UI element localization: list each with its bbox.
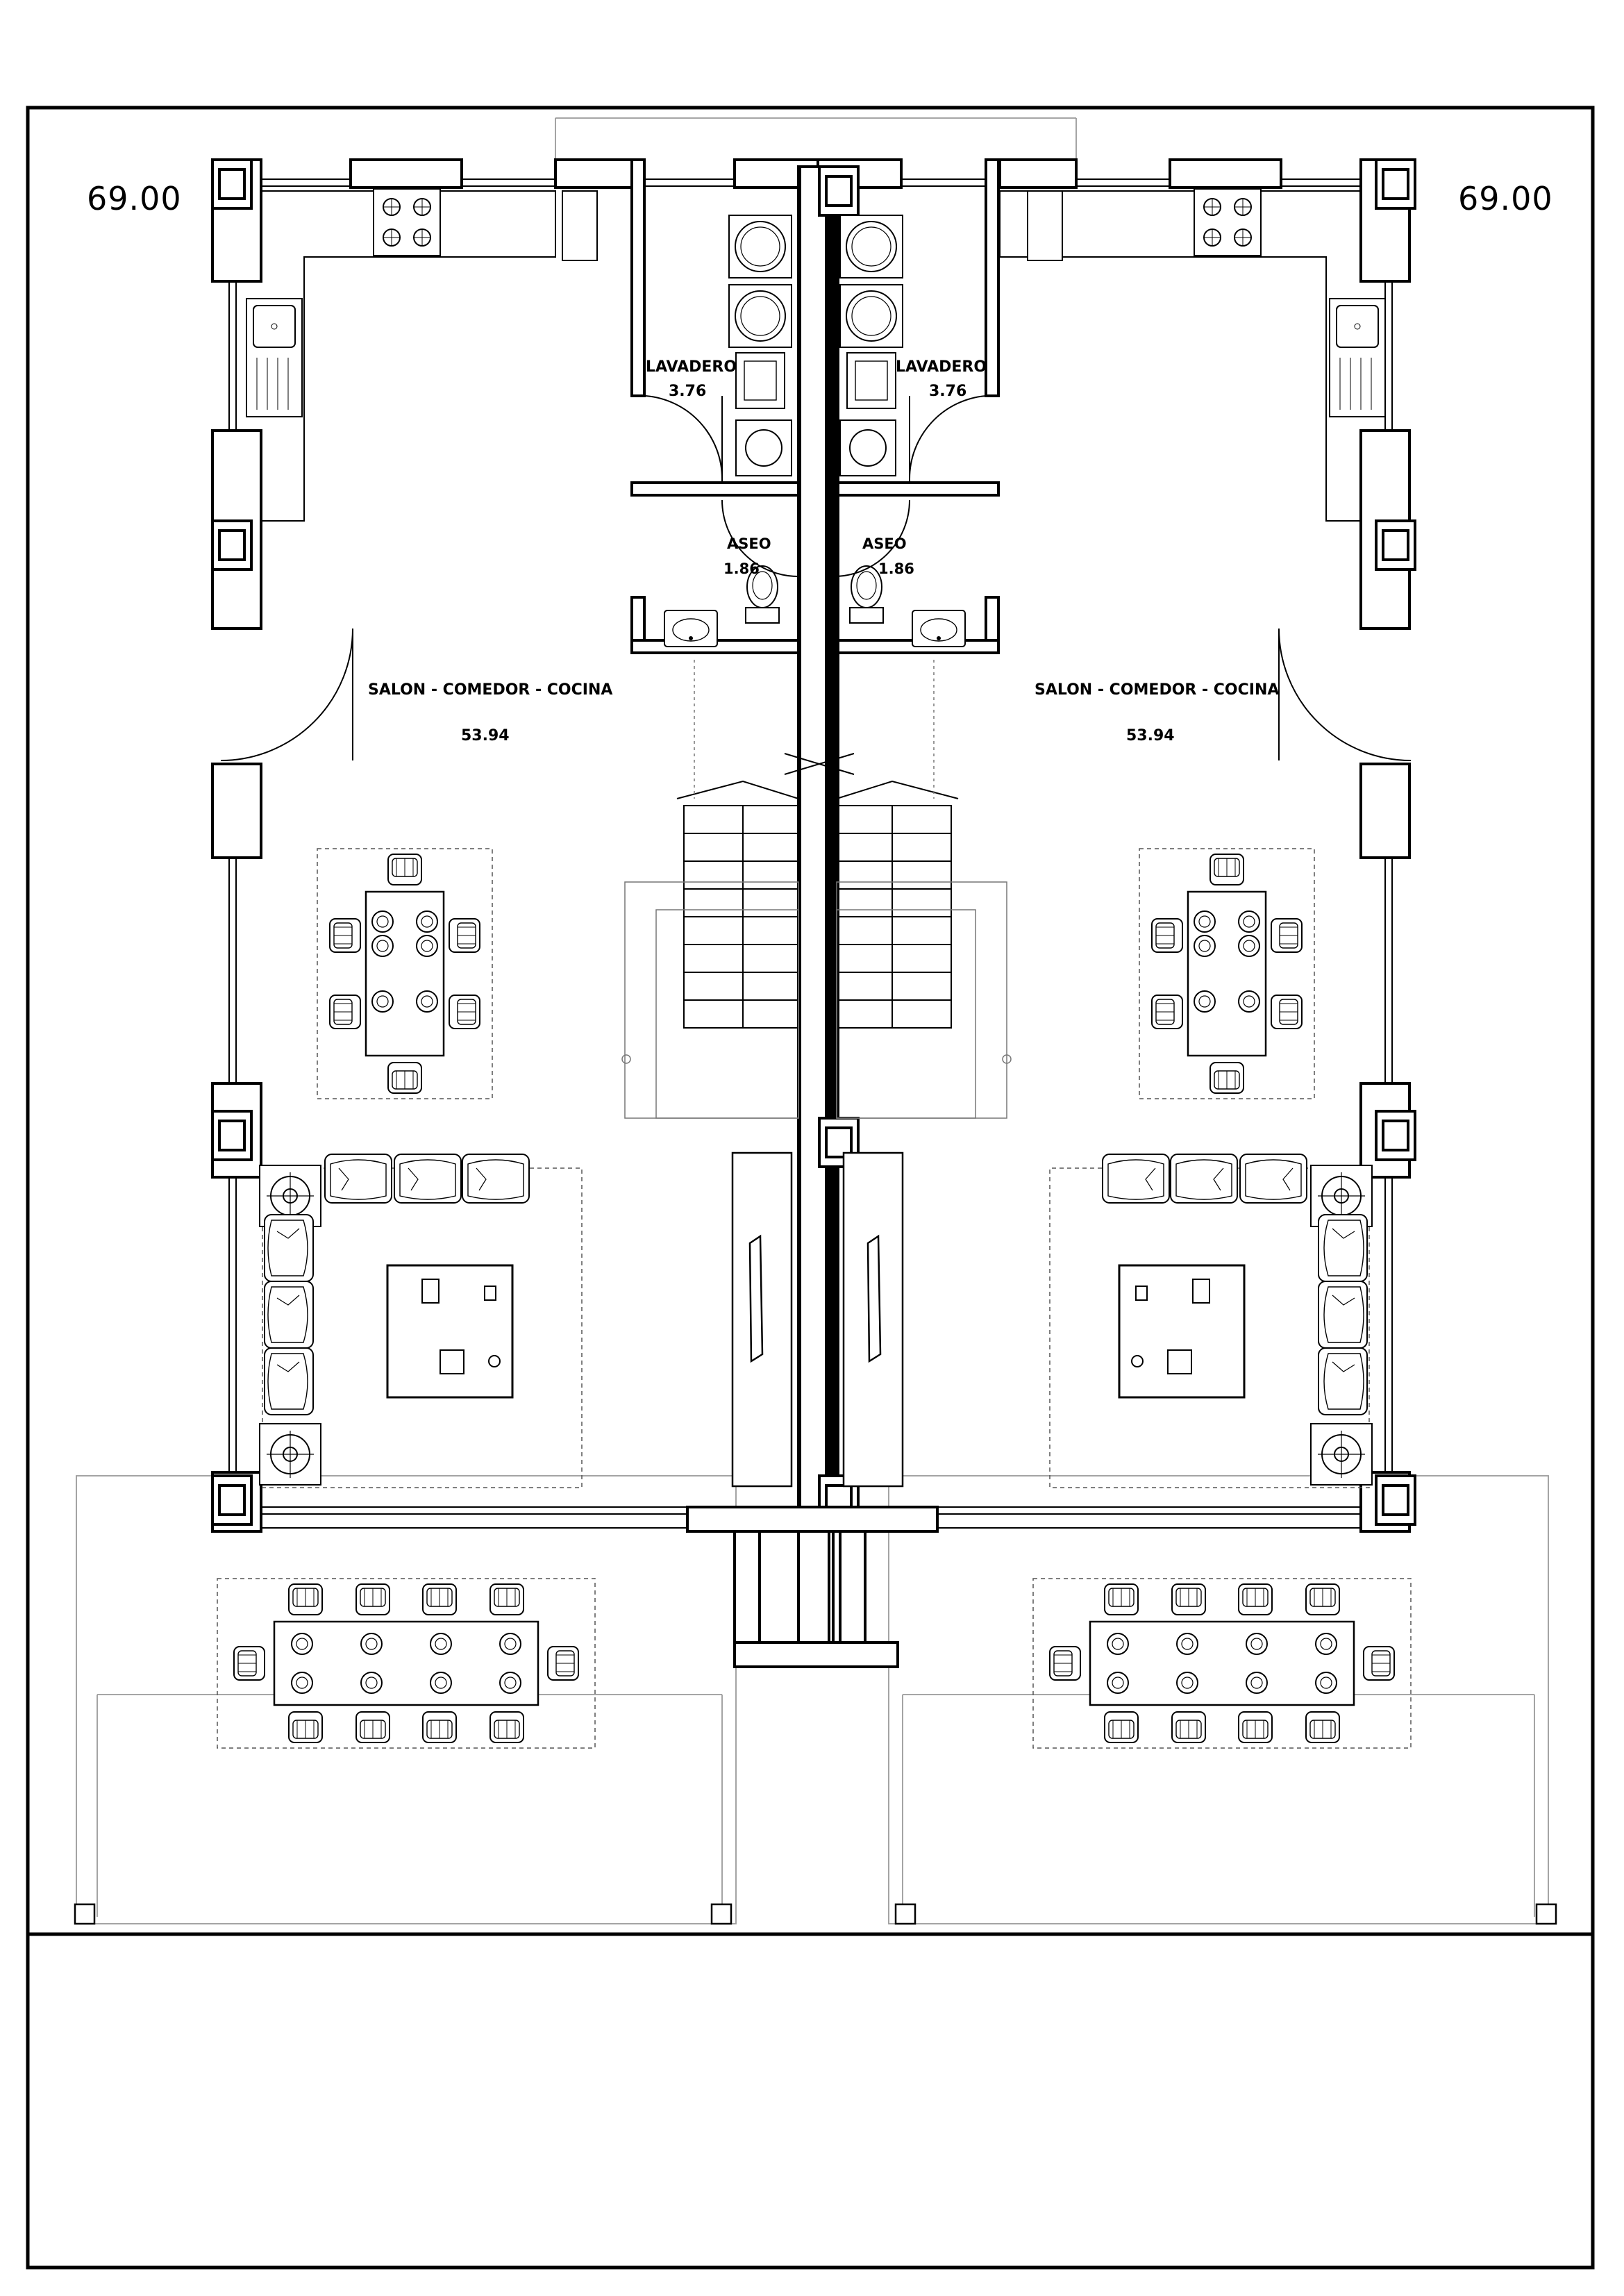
entry-walls: [686, 1506, 939, 1668]
party-wall: [798, 165, 837, 1515]
right-unit-total-area: 69.00: [1458, 180, 1553, 217]
left-laundry-door: [645, 395, 723, 483]
right-laundry-door: [908, 395, 987, 483]
right-kitchen-sink-icon: [1329, 298, 1386, 417]
left-kitchen-counter: [261, 190, 598, 522]
left-living-set: [260, 1154, 582, 1488]
living-doors: [220, 628, 1412, 761]
right-cooktop-icon: [1194, 188, 1262, 256]
stair-hidden-lines: [621, 660, 1012, 1119]
right-laundry-area: 3.76: [929, 383, 966, 400]
sheet-border: [26, 106, 1595, 2270]
right-bathroom-area: 1.86: [878, 560, 914, 577]
right-bathroom-label: ASEO: [862, 535, 907, 552]
right-terrace-dining-set: [1033, 1579, 1411, 1748]
left-kitchen-sink-icon: [246, 298, 303, 417]
right-living-set: [1050, 1154, 1372, 1488]
left-laundry-label: LAVADERO: [646, 358, 737, 376]
left-washbasin-icon: [664, 610, 718, 647]
right-dining-set: [1139, 849, 1314, 1099]
left-cooktop-icon: [373, 188, 441, 256]
left-dining-set: [317, 849, 492, 1099]
left-unit-windows: [228, 178, 735, 1529]
right-laundry-appliances: [839, 215, 903, 476]
title-block: [28, 1934, 1593, 2268]
left-living-label: SALON - COMEDOR - COCINA: [368, 681, 612, 699]
right-living-label: SALON - COMEDOR - COCINA: [1035, 681, 1279, 699]
staircases: [676, 753, 959, 1029]
left-unit-total-area: 69.00: [87, 180, 182, 217]
left-laundry-area: 3.76: [669, 383, 706, 400]
left-living-area: 53.94: [461, 727, 510, 744]
left-terrace-dining-set: [217, 1579, 595, 1748]
terrace-posts: [74, 1903, 1557, 1925]
right-washbasin-icon: [912, 610, 966, 647]
hall-cabinets: [731, 1151, 904, 1488]
left-bathroom-area: 1.86: [723, 560, 760, 577]
right-kitchen-counter: [999, 190, 1361, 522]
bathroom-doors: [721, 499, 910, 577]
left-laundry-appliances: [728, 215, 792, 476]
left-bathroom-label: ASEO: [727, 535, 771, 552]
right-living-area: 53.94: [1126, 727, 1175, 744]
right-laundry-label: LAVADERO: [896, 358, 987, 376]
